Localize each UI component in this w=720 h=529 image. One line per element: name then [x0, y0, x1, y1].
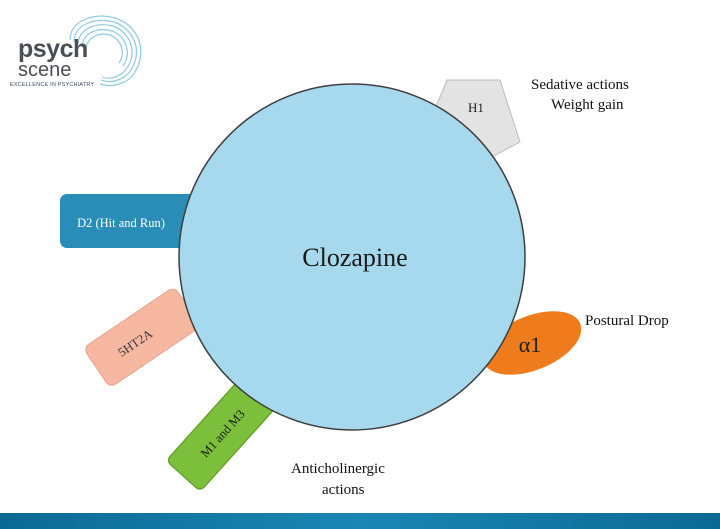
d2-receptor: D2 (Hit and Run)	[60, 194, 210, 248]
footer-bar	[0, 513, 720, 529]
clozapine-label: Clozapine	[302, 243, 407, 272]
psychscene-logo: psych scene EXCELLENCE IN PSYCHIATRY	[0, 0, 160, 110]
h1-label: H1	[468, 100, 484, 115]
d2-label: D2 (Hit and Run)	[77, 216, 165, 230]
h1-effect-line1: Sedative actions	[531, 77, 629, 93]
clozapine-molecule: Clozapine	[178, 83, 526, 431]
m1m3-receptor: M1 and M3	[167, 373, 279, 490]
logo-swirl-icon	[69, 15, 142, 87]
alpha1-label: α1	[519, 332, 542, 357]
alpha1-effect: Postural Drop	[585, 313, 669, 329]
h1-effect-line2: Weight gain	[551, 97, 624, 113]
logo-wordmark-psych: psych	[18, 35, 88, 63]
5ht2a-receptor: 5HT2A	[85, 288, 199, 386]
logo-tagline: EXCELLENCE IN PSYCHIATRY	[10, 82, 95, 88]
m-effect-line1: Anticholinergic	[291, 461, 385, 477]
logo-wordmark-scene: scene	[18, 59, 72, 81]
m-effect-line2: actions	[322, 482, 365, 498]
